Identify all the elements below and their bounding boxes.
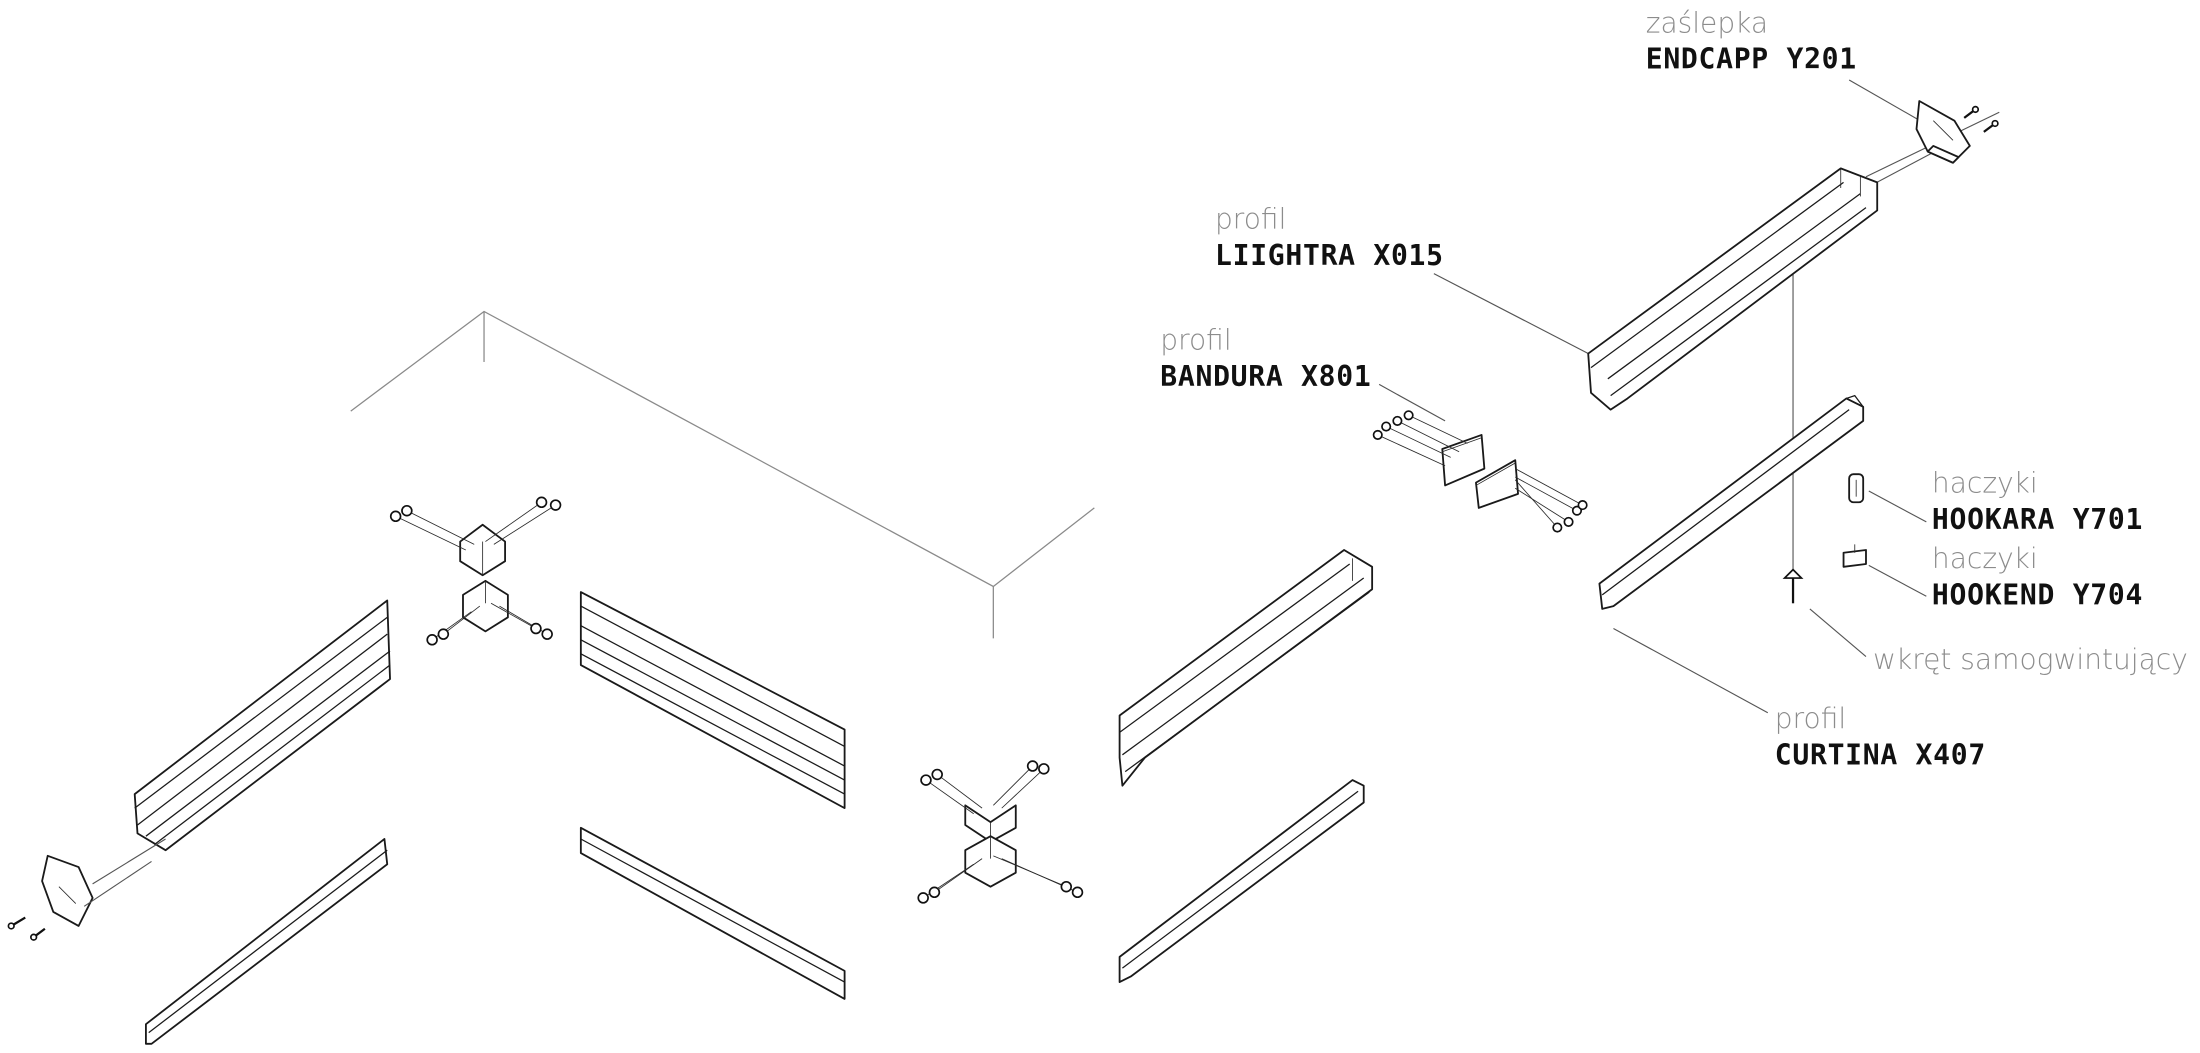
label-hookend: haczyki HOOKEND Y704	[1932, 544, 2143, 609]
label-liightra-sub: profil	[1214, 202, 1287, 236]
label-endcap-code: ENDCAPP Y201	[1645, 42, 1857, 76]
label-curtina: profil CURTINA X407	[1775, 704, 1986, 769]
label-curtina-sub: profil	[1774, 701, 1847, 736]
bandura-connector-left	[1441, 434, 1486, 487]
label-endcap-sub: zaślepka	[1645, 5, 1769, 40]
profile-liightra-center	[579, 591, 846, 810]
room-outline	[350, 310, 1095, 639]
corner-connector-left-top	[459, 523, 506, 577]
profile-liightra-left	[133, 599, 391, 852]
profile-curtina-left	[145, 838, 389, 1045]
profile-liightra-middle	[1118, 549, 1374, 787]
label-bandura-sub: profil	[1160, 322, 1232, 357]
label-bandura-code: BANDURA X801	[1160, 359, 1372, 393]
label-hookara: haczyki HOOKARA Y701	[1932, 469, 2143, 534]
endcap-top	[1915, 100, 1971, 164]
corner-connector-left-bottom	[462, 579, 509, 633]
corner-screws-left	[389, 496, 562, 646]
label-bandura: profil BANDURA X801	[1160, 325, 1371, 390]
label-hookend-sub: haczyki	[1931, 541, 2038, 576]
bandura-connector-right	[1475, 459, 1519, 509]
label-endcap: zaślepka ENDCAPP Y201	[1646, 8, 1857, 73]
profile-liightra-top	[1587, 167, 1879, 411]
screw-endcap-left-1	[7, 916, 26, 930]
label-curtina-code: CURTINA X407	[1774, 737, 1986, 772]
label-screw-sub: wkręt samogwintujący	[1873, 642, 2188, 677]
profile-curtina-right	[1598, 394, 1865, 610]
screw-endcap-top-2	[1983, 119, 1999, 133]
corner-connector-middle-bottom	[964, 835, 1017, 888]
leader-lines	[1378, 79, 2000, 714]
label-screw: wkręt samogwintujący	[1873, 645, 2188, 673]
hookend-hook	[1842, 544, 1867, 568]
label-hookara-sub: haczyki	[1931, 465, 2038, 500]
self-tapping-screw	[1782, 568, 1804, 604]
screw-endcap-top-1	[1963, 105, 1980, 119]
label-liightra: profil LIIGHTRA X015	[1215, 205, 1444, 270]
screw-endcap-left-2	[30, 927, 46, 941]
bandura-screws	[1372, 410, 1588, 533]
endcap-left	[41, 838, 166, 927]
label-hookend-code: HOOKEND Y704	[1931, 578, 2144, 612]
corner-screws-middle	[917, 760, 1084, 904]
profile-curtina-center	[579, 826, 846, 1000]
label-hookara-code: HOOKARA Y701	[1931, 502, 2144, 536]
profile-curtina-middle	[1118, 779, 1365, 984]
label-liightra-code: LIIGHTRA X015	[1214, 238, 1444, 273]
hookara-hook	[1848, 473, 1865, 504]
